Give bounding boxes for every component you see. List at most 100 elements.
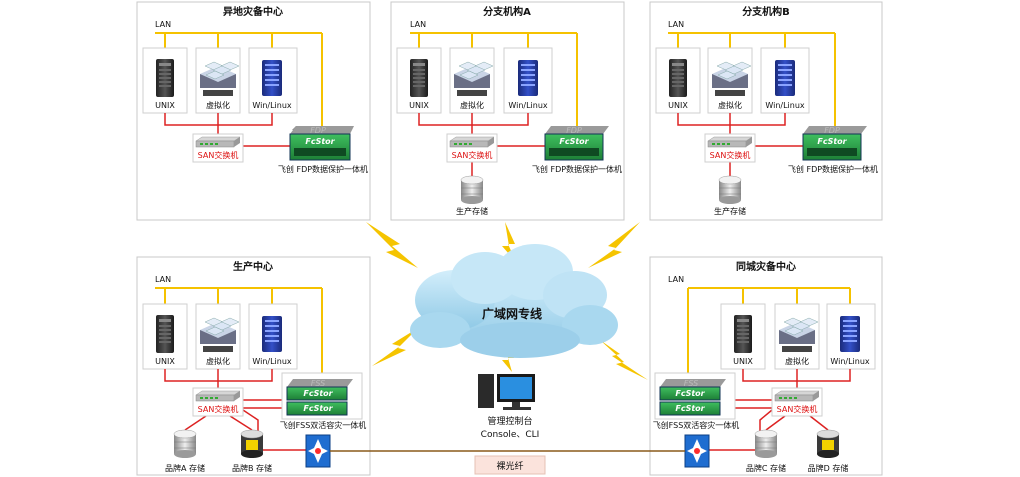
fc-switch-icon [305, 434, 331, 468]
virt-label: 虚拟化 [206, 356, 230, 366]
lightning-icon [588, 222, 640, 268]
san-label: SAN交换机 [198, 404, 239, 414]
win-linux-server-icon [840, 316, 860, 352]
site-branch-b: 分支机构B LAN UNIX 虚拟化 Win/Linux SAN交换机 FDP … [649, 1, 883, 221]
unix-label: UNIX [409, 101, 429, 110]
svg-text:FcStor: FcStor [303, 389, 333, 398]
console-sublabel: Console、CLI [481, 430, 540, 440]
fdp-appliance-icon: FDP FcStor [544, 126, 609, 161]
lightning-icon [502, 222, 516, 262]
dark-fiber-label-box [474, 455, 546, 475]
san-link [677, 113, 786, 126]
winlinux-label: Win/Linux [252, 101, 292, 110]
appliance-label: 飞创FSS双活容灾一体机 [653, 420, 740, 430]
unix-server-icon [410, 59, 428, 97]
storage-label: 生产存储 [714, 206, 746, 216]
lightning-icon [366, 222, 418, 268]
storage-d-label: 品牌D 存储 [808, 463, 849, 473]
site-local-dr: 同城灾备中心 LAN UNIX 虚拟化 Win/Linux SAN交换机 FSS… [649, 256, 883, 476]
storage-c-label: 品牌C 存储 [746, 463, 786, 473]
host-card [655, 47, 701, 114]
san-switch-icon [774, 390, 820, 402]
site-title: 同城灾备中心 [736, 260, 796, 273]
storage-b-label: 品牌B 存储 [232, 463, 272, 473]
san-link [765, 415, 786, 431]
fdp-appliance-icon: FDP FcStor [802, 126, 867, 161]
svg-text:FSS: FSS [684, 379, 698, 388]
san-link [809, 415, 829, 431]
san-label: SAN交换机 [452, 150, 493, 160]
unix-server-icon [156, 59, 174, 97]
win-linux-server-icon [262, 316, 282, 352]
win-linux-server-icon [262, 60, 282, 96]
win-linux-server-icon [775, 60, 795, 96]
svg-text:FcStor: FcStor [303, 404, 333, 413]
virt-label: 虚拟化 [718, 100, 742, 110]
storage-a-label: 品牌A 存储 [165, 463, 205, 473]
svg-text:FDP: FDP [824, 126, 840, 135]
host-card [248, 303, 298, 370]
virt-label: 虚拟化 [206, 100, 230, 110]
san-switch-icon [195, 390, 241, 402]
site-remote-dr: 异地灾备中心 LAN UNIX 虚拟化 Win/Linux SAN交换机 FDP… [136, 1, 371, 221]
unix-label: UNIX [668, 101, 688, 110]
site-title: 生产中心 [233, 260, 273, 273]
san-switch-icon [707, 136, 753, 148]
svg-text:FDP: FDP [566, 126, 582, 135]
storage-b-icon [240, 429, 264, 459]
appliance-label: 飞创 FDP数据保护一体机 [532, 164, 622, 174]
lan-label: LAN [668, 20, 684, 29]
unix-label: UNIX [155, 357, 175, 366]
unix-label: UNIX [155, 101, 175, 110]
lan-label: LAN [410, 20, 426, 29]
fdp-appliance-icon: FDP FcStor [289, 126, 354, 161]
san-label: SAN交换机 [777, 404, 818, 414]
site-branch-a: 分支机构A LAN UNIX 虚拟化 Win/Linux SAN交换机 FDP … [390, 1, 625, 221]
svg-text:FDP: FDP [310, 126, 326, 135]
storage-c-icon [754, 429, 778, 459]
site-title: 异地灾备中心 [223, 5, 283, 18]
site-title: 分支机构B [742, 5, 790, 18]
lightning-icon [372, 328, 418, 366]
lan-label: LAN [155, 20, 171, 29]
unix-server-icon [669, 59, 687, 97]
unix-label: UNIX [733, 357, 753, 366]
virt-label: 虚拟化 [785, 356, 809, 366]
svg-text:FcStor: FcStor [675, 404, 705, 413]
svg-text:FcStor: FcStor [559, 137, 589, 146]
appliance-label: 飞创 FDP数据保护一体机 [278, 164, 368, 174]
svg-text:FcStor: FcStor [305, 137, 335, 146]
fss-appliance-icon: FSS FcStor FcStor [286, 379, 353, 416]
storage-label: 生产存储 [456, 206, 488, 216]
console-label: 管理控制台 [487, 415, 532, 427]
unix-server-icon [734, 315, 752, 353]
dark-fiber-label: 裸光纤 [496, 460, 523, 472]
san-label: SAN交换机 [710, 150, 751, 160]
appliance-label: 飞创 FDP数据保护一体机 [788, 164, 878, 174]
winlinux-label: Win/Linux [830, 357, 870, 366]
storage-icon [460, 175, 484, 205]
san-link [418, 113, 529, 126]
winlinux-label: Win/Linux [508, 101, 548, 110]
san-link [229, 415, 253, 431]
site-production: 生产中心 LAN UNIX 虚拟化 Win/Linux SAN交换机 FSS F… [136, 256, 371, 476]
storage-d-icon [816, 429, 840, 459]
winlinux-label: Win/Linux [252, 357, 292, 366]
unix-server-icon [156, 315, 174, 353]
computer-icon [478, 374, 535, 410]
appliance-label: 飞创FSS双活容灾一体机 [280, 420, 367, 430]
site-title: 分支机构A [483, 5, 531, 18]
wan-cloud-icon [410, 244, 618, 358]
fc-switch-icon [684, 434, 710, 468]
storage-a-icon [173, 429, 197, 459]
san-switch-icon [449, 136, 495, 148]
fss-appliance-icon: FSS FcStor FcStor [659, 379, 726, 416]
san-link [184, 415, 207, 431]
win-linux-server-icon [518, 60, 538, 96]
san-label: SAN交换机 [198, 150, 239, 160]
storage-icon [718, 175, 742, 205]
winlinux-label: Win/Linux [765, 101, 805, 110]
lan-label: LAN [155, 275, 171, 284]
wan-cloud-label: 广域网专线 [482, 306, 542, 321]
